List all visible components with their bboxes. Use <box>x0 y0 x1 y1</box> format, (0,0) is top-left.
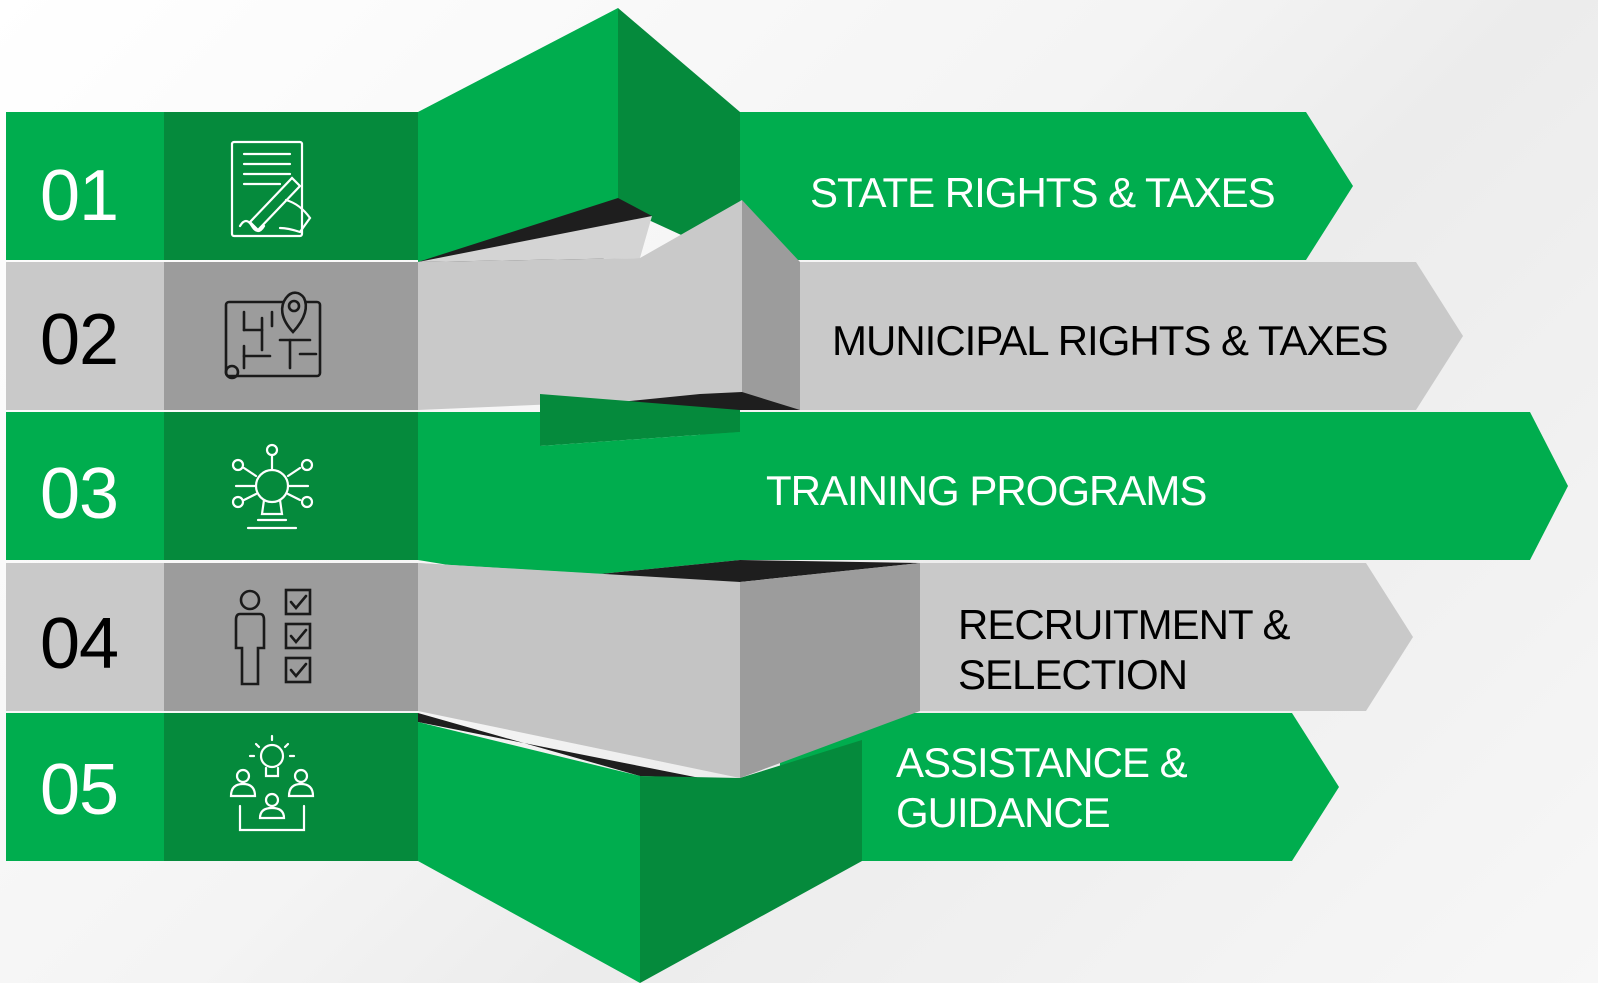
row-1-number-panel <box>6 112 164 260</box>
step-label-02: MUNICIPAL RIGHTS & TAXES <box>832 317 1389 364</box>
row-2-arrow <box>740 262 1463 410</box>
row-1-arrow <box>740 112 1353 260</box>
fold-bottom-right <box>640 740 862 983</box>
contract-signing-icon <box>230 140 312 238</box>
fold-bottom-left <box>418 722 640 983</box>
network-lightbulb-icon <box>231 443 314 530</box>
row-4-number-panel <box>6 563 164 711</box>
step-number-03: 03 <box>40 454 119 534</box>
fold-top-left <box>418 8 618 262</box>
fold-green-3-top <box>540 394 740 446</box>
step-label-01: STATE RIGHTS & TAXES <box>810 169 1276 216</box>
fold-gray-2-front <box>418 200 742 410</box>
row-3-number-panel <box>6 412 164 560</box>
fold-gray-4-face <box>418 563 740 778</box>
fold-gray-2-face <box>418 216 652 262</box>
step-label-03: TRAINING PROGRAMS <box>766 467 1207 514</box>
team-idea-icon <box>229 734 315 832</box>
step-label-04: RECRUITMENT & SELECTION <box>958 601 1291 698</box>
row-5-number-panel <box>6 713 164 861</box>
row-3-arrow <box>700 412 1568 560</box>
row-2-icon-panel <box>164 262 418 410</box>
row-5-arrow <box>780 713 1339 861</box>
fold-green-3-left <box>418 412 540 580</box>
person-checklist-icon <box>234 588 312 686</box>
fold-gray-2-side <box>742 200 800 410</box>
row-2-number-panel <box>6 262 164 410</box>
step-number-01: 01 <box>40 156 119 236</box>
fold-gray-4-side <box>740 563 920 778</box>
row-1-icon-panel <box>164 112 418 260</box>
step-number-04: 04 <box>40 604 119 684</box>
row-4-arrow <box>800 563 1413 711</box>
step-number-05: 05 <box>40 750 119 830</box>
step-number-02: 02 <box>40 300 119 380</box>
step-label-05: ASSISTANCE & GUIDANCE <box>896 739 1188 836</box>
fold-top-right <box>618 8 740 262</box>
fold-green-3-front <box>540 432 740 580</box>
map-location-pin-icon <box>224 291 322 380</box>
